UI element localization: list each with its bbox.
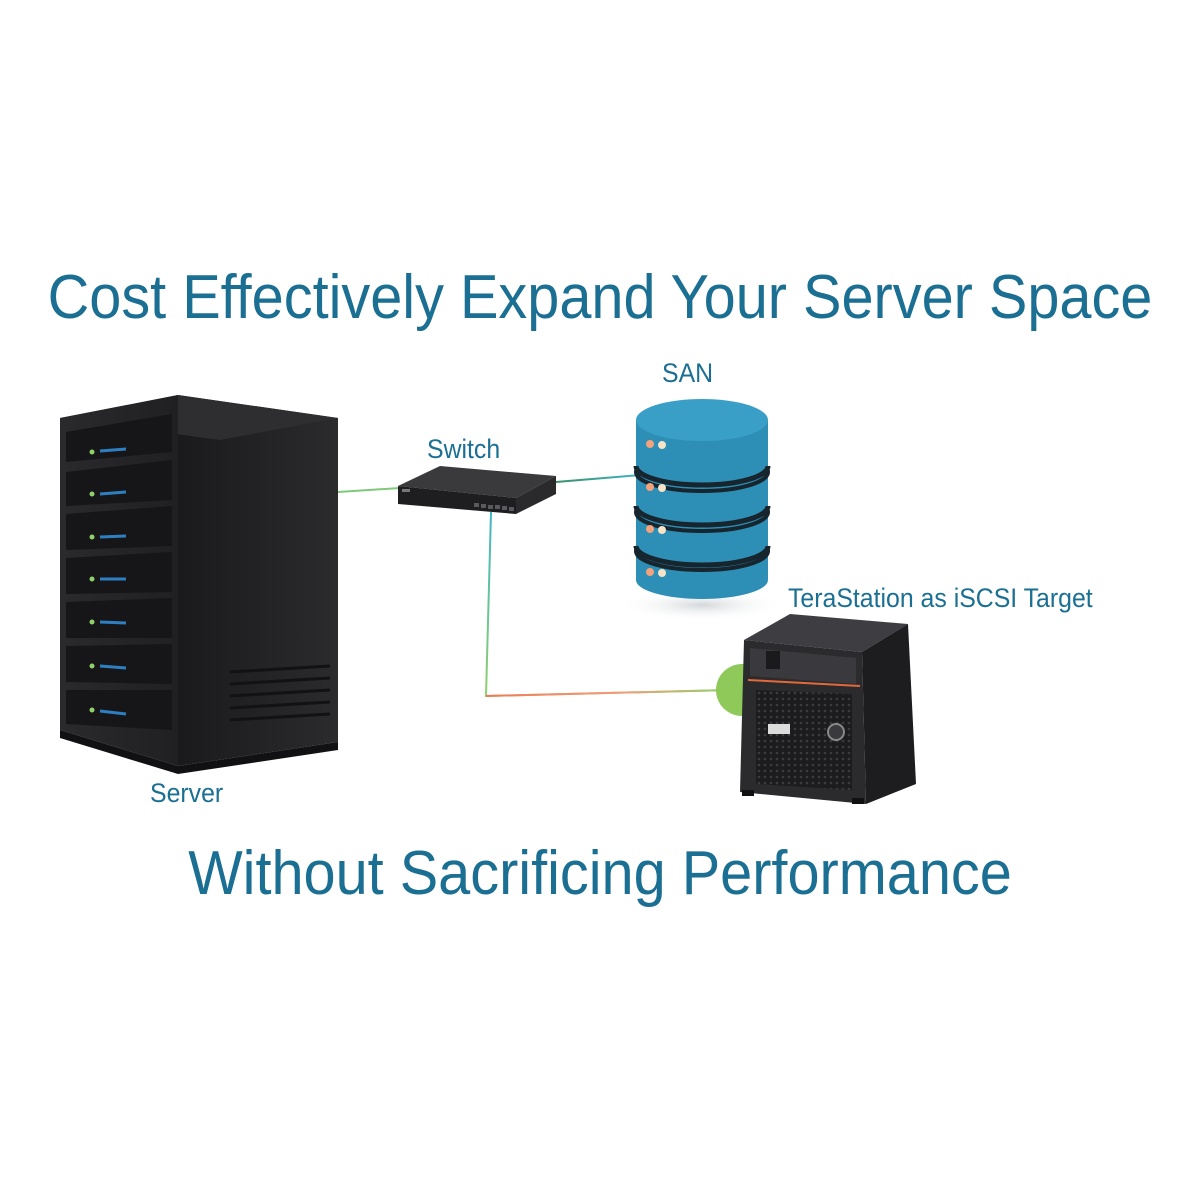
connection-server-switch [337,487,401,493]
switch-label: Switch [427,434,501,464]
rack-unit [66,690,172,730]
terastation-label: TeraStation as iSCSI Target [788,583,1093,613]
subtitle: Without Sacrificing Performance [188,839,1012,908]
connection-switch-san [555,474,641,483]
san-database-icon [618,399,786,621]
rack-unit [66,460,172,506]
connection-switch-terastation [484,511,731,698]
san-label: SAN [662,358,714,388]
terastation-icon [716,614,916,804]
rack-unit [66,598,172,638]
network-switch-icon [398,466,556,514]
rack-unit [66,414,172,462]
rack-unit [66,552,172,594]
server-rack-icon [60,395,338,774]
rack-unit [66,506,172,550]
rack-unit [66,644,172,684]
title: Cost Effectively Expand Your Server Spac… [47,263,1153,332]
server-label: Server [150,778,224,808]
